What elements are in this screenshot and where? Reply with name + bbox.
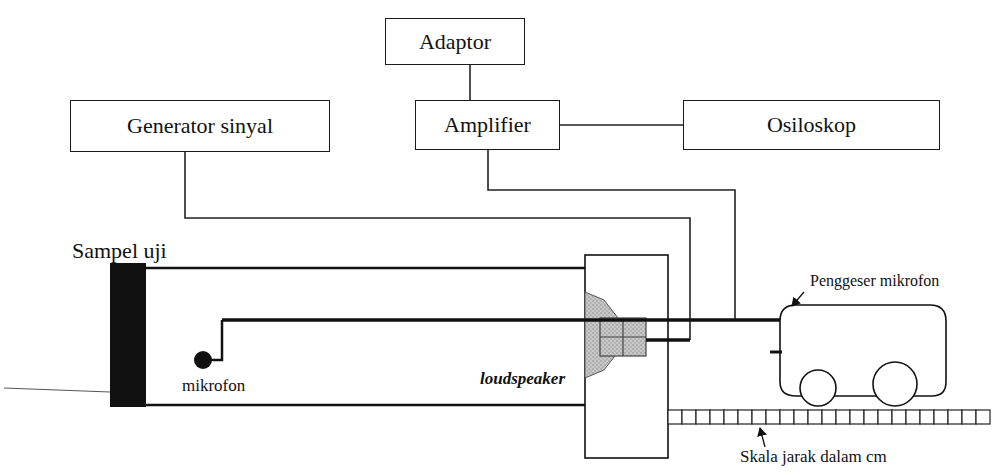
box-label: Amplifier <box>444 112 531 137</box>
mic-rod <box>222 318 780 322</box>
mic-slider-clamp <box>770 351 782 354</box>
slider-wheel <box>800 370 836 406</box>
box-label: Osiloskop <box>767 112 856 137</box>
part-label: Sampel uji <box>70 238 169 263</box>
part-label: loudspeaker <box>478 369 567 389</box>
connector-line <box>560 124 683 126</box>
connector-line <box>469 65 471 100</box>
process-box: Osiloskop <box>683 100 940 150</box>
speaker-magnet <box>600 318 646 356</box>
process-box: Amplifier <box>415 100 560 150</box>
box-label: Adaptor <box>419 29 491 54</box>
slider-wheel <box>873 362 917 406</box>
leader-arrow <box>760 428 765 447</box>
process-box: Generator sinyal <box>70 100 330 152</box>
callout-label: Penggeser mikrofon <box>808 272 941 290</box>
part-label: mikrofon <box>180 376 247 396</box>
distance-scale <box>668 410 990 424</box>
box-label: Generator sinyal <box>127 113 273 138</box>
leader-arrow <box>792 292 804 306</box>
speaker-magnet-line <box>600 336 646 337</box>
tube-wall <box>146 404 585 407</box>
speaker-lead <box>646 338 690 342</box>
test-sample <box>110 262 146 407</box>
speaker-housing <box>585 255 668 458</box>
scale-label: Skala jarak dalam cm <box>738 447 889 467</box>
microphone <box>194 351 212 369</box>
mic-stalk <box>208 320 222 360</box>
ground-line <box>4 388 110 392</box>
tube-wall <box>146 267 585 270</box>
process-box: Adaptor <box>385 18 525 65</box>
